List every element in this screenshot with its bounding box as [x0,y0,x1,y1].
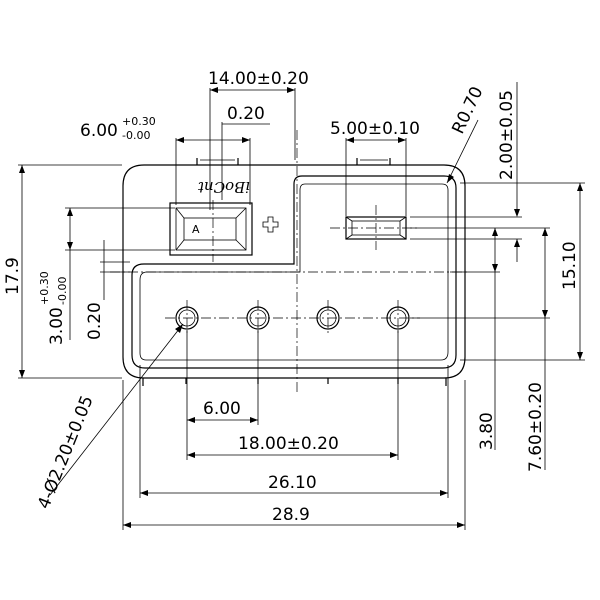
dim-top-width: 14.00±0.20 [208,69,309,89]
plus-icon [262,216,279,233]
dim-overall-height: 17.9 [3,257,23,295]
housing-outline [122,158,466,386]
dim-hole-span: 18.00±0.20 [238,434,339,454]
dim-hole-spec: 4-Ø2.20±0.05 [34,393,98,512]
dimension-labels: 14.00±0.20 0.20 6.00 +0.30 -0.00 5.00±0.… [3,69,580,525]
dimension-lines [18,82,585,530]
dim-window-width-tol-upper: +0.30 [122,115,156,128]
dim-window-width: 6.00 [80,121,118,141]
polarity-window: A [169,202,253,256]
dim-window-width-tol-lower: -0.00 [122,129,150,142]
center-lines [110,130,470,395]
dim-hole-pitch: 6.00 [203,399,241,419]
dim-inner-height: 15.10 [560,241,580,290]
dim-window-height: 3.00 [47,307,67,345]
dim-slot-depth: 2.00±0.05 [497,90,517,180]
polarity-marker-label: A [192,223,200,236]
dim-slot-width: 5.00±0.10 [330,119,420,139]
dim-window-height-tol-lower: -0.00 [56,277,69,305]
dim-corner-radius: R0.70 [448,84,487,137]
dim-window-height-tol-upper: +0.30 [38,271,51,305]
dim-hole-height: 7.60±0.20 [526,382,546,472]
dim-hole-offset: 3.80 [477,412,497,450]
dim-inner-width: 26.10 [268,473,317,493]
dim-left-gap: 0.20 [85,302,105,340]
dim-tolerance-gap: 0.20 [227,104,265,124]
dim-overall-width: 28.9 [272,505,310,525]
brand-logo: iBoCnt [197,178,250,196]
